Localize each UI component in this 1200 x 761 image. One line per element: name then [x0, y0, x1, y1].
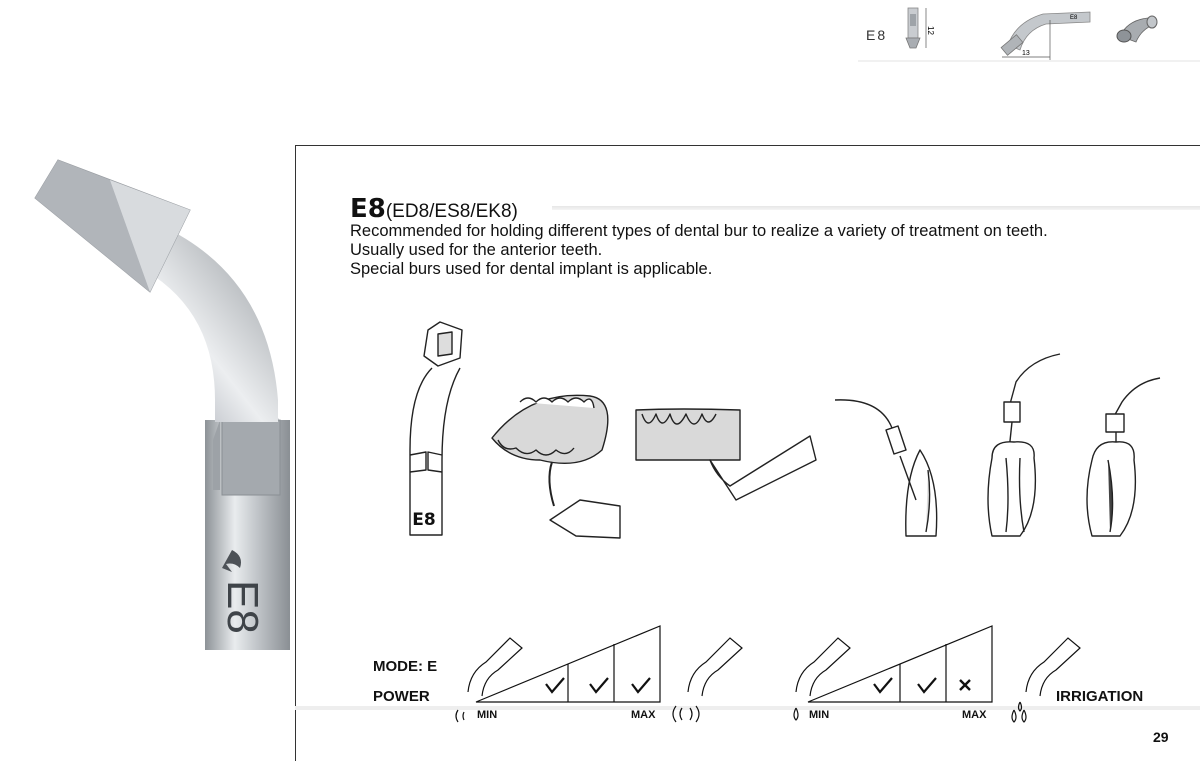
mode-charts: [455, 625, 1081, 723]
illus-endo-1: [834, 399, 938, 537]
spec-drawings: 12 13 E8: [858, 7, 1200, 62]
spec-strip: E8 12 13 E8: [858, 0, 1200, 62]
irrigation-level-check-icon: [873, 677, 893, 694]
tip-hex-flat: [221, 419, 281, 496]
power-level-check-icon: [631, 677, 651, 694]
heading-rule: [552, 206, 1200, 210]
irrigation-triangle: [807, 625, 993, 703]
illus-endo-3: [1086, 377, 1161, 537]
bottom-rule: [295, 706, 1200, 710]
power-level-check-icon: [589, 677, 609, 694]
illus-endo-2: [987, 353, 1061, 537]
page-number: 29: [1153, 729, 1169, 745]
tip-logo: E8: [218, 550, 267, 634]
description: Recommended for holding different types …: [350, 222, 1048, 279]
power-min-handpiece-icon: [467, 637, 523, 697]
tip-engraving-text: E8: [218, 580, 267, 634]
description-line: Recommended for holding different types …: [350, 222, 1048, 240]
irrigation-level-check-icon: [917, 677, 937, 694]
spec-front-view: 12: [905, 7, 935, 49]
frame-left-border: [295, 145, 296, 761]
procedure-illustrations: [409, 321, 1161, 539]
tip-photo: E8: [34, 159, 290, 650]
power-triangle: [475, 625, 661, 703]
model-variants: (ED8/ES8/EK8): [385, 201, 518, 222]
power-max-label: MAX: [631, 709, 656, 721]
irrigation-max-label: MAX: [962, 709, 987, 721]
spec-code: E8: [866, 27, 888, 43]
power-max-vibration-icon: [672, 705, 700, 723]
spec-dim-height: 12: [926, 26, 935, 35]
power-label: POWER: [373, 688, 430, 705]
power-min-vibration-icon: [455, 709, 465, 723]
mode-label: MODE: E: [373, 658, 438, 675]
irrigation-min-label: MIN: [809, 709, 830, 721]
illus-teeth-side: [635, 408, 817, 501]
tip-neck: [125, 225, 278, 422]
description-line: Special burs used for dental implant is …: [350, 260, 713, 278]
power-level-check-icon: [545, 677, 565, 694]
spec-side-label: E8: [1070, 15, 1078, 21]
irrigation-max-handpiece-icon: [1025, 637, 1081, 697]
irrigation-label: IRRIGATION: [1056, 688, 1144, 705]
frame-top-border: [295, 145, 1200, 146]
heading: E8(ED8/ES8/EK8): [350, 194, 518, 224]
spec-dim-length: 13: [1022, 50, 1030, 57]
illus-tip-label: E8: [412, 510, 436, 530]
irrigation-level-cross-icon: [959, 679, 971, 691]
description-line: Usually used for the anterior teeth.: [350, 241, 603, 259]
illus-jaw-occlusal: [491, 394, 621, 539]
spec-3d-view: [1116, 15, 1158, 43]
illus-tip-closeup: [409, 321, 463, 536]
spec-side-view: 13 E8: [1000, 11, 1091, 60]
irrigation-min-handpiece-icon: [795, 637, 851, 697]
irrigation-min-drop-icon: [793, 707, 799, 721]
power-min-label: MIN: [477, 709, 498, 721]
irrigation-max-drops-icon: [1011, 701, 1027, 723]
model-code: E8: [350, 194, 386, 224]
power-max-handpiece-icon: [687, 637, 743, 697]
